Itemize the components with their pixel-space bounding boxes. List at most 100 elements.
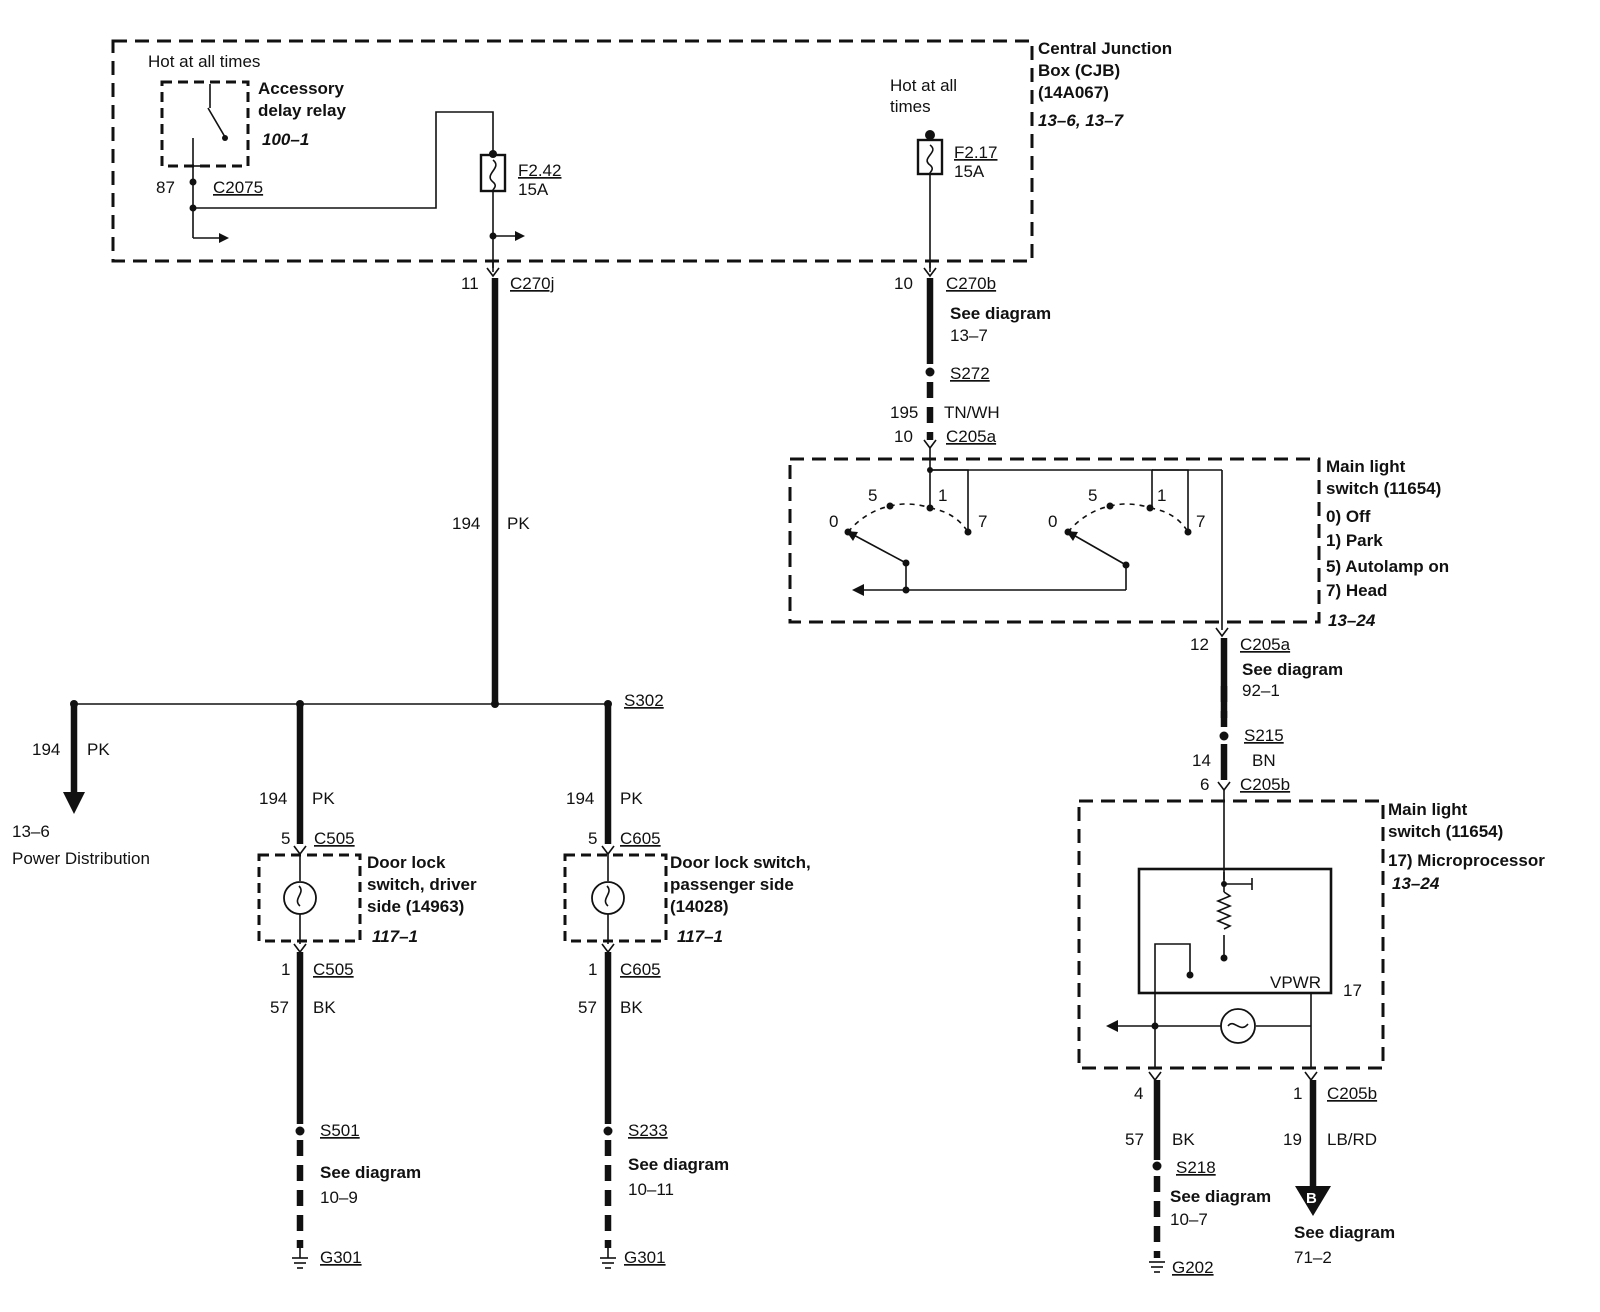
right-feed-pin: 10 [894, 274, 913, 293]
passenger-door-lock-branch [563, 706, 668, 1269]
micro-right-color: LB/RD [1327, 1130, 1377, 1149]
driver-gnd-color: BK [313, 998, 336, 1017]
driver-circuit: 194 [259, 789, 287, 808]
splice-s233: S233 [628, 1121, 668, 1140]
passenger-gnd-color: BK [620, 998, 643, 1017]
right-feed-color: TN/WH [944, 403, 1000, 422]
power-distribution-branch [63, 706, 85, 814]
mls-out-color: BN [1252, 751, 1276, 770]
accessory-delay-relay [160, 80, 494, 243]
mls-pos-0-right: 0 [1048, 512, 1057, 531]
micro-left-pin: 4 [1134, 1084, 1143, 1103]
micro-right-see-diagram: See diagram [1294, 1223, 1395, 1242]
left-feed-color: PK [507, 514, 530, 533]
right-feed-circuit: 195 [890, 403, 918, 422]
micro-left-ground: G202 [1172, 1258, 1214, 1277]
passenger-see-ref: 10–11 [628, 1180, 674, 1199]
hot-at-all-times-left: Hot at all times [148, 52, 260, 71]
micro-pin-17: 17 [1343, 981, 1362, 1000]
relay-pin-87: 87 [156, 178, 175, 197]
hot-at-all-times-right-2: times [890, 97, 931, 116]
micro-left-circuit: 57 [1125, 1130, 1144, 1149]
micro-output-ground [1148, 1071, 1165, 1273]
passenger-pin-top: 5 [588, 829, 597, 848]
relay-name-line1: Accessory [258, 79, 345, 98]
splice-s302: S302 [624, 691, 664, 710]
left-feed-connector: C270j [510, 274, 554, 293]
microprocessor-module [1077, 799, 1385, 1070]
micro-right-arrow-letter: B [1306, 1190, 1317, 1207]
mls-position-0: 0) Off [1326, 507, 1371, 526]
passenger-page-ref: 117–1 [677, 927, 723, 946]
right-feed-connector: C270b [946, 274, 996, 293]
mls-pos-5-right: 5 [1088, 486, 1097, 505]
driver-see-ref: 10–9 [320, 1188, 358, 1207]
micro-right-connector: C205b [1327, 1084, 1377, 1103]
passenger-see-diagram: See diagram [628, 1155, 729, 1174]
fuse-f2-42-label: F2.42 [518, 161, 561, 180]
mls-pos-5-left: 5 [868, 486, 877, 505]
cjb-title-line2: Box (CJB) [1038, 61, 1120, 80]
driver-door-lock-branch [257, 706, 362, 1269]
right-feed-see-ref: 13–7 [950, 326, 988, 345]
micro-output-lb-rd [1295, 1071, 1331, 1216]
micro-right-pin: 1 [1293, 1084, 1302, 1103]
micro-subtitle: 17) Microprocessor [1388, 851, 1545, 870]
mls-output-wire [1215, 627, 1231, 880]
micro-vpwr: VPWR [1270, 973, 1321, 992]
mls-position-5: 5) Autolamp on [1326, 557, 1449, 576]
mls-pos-7-right: 7 [1196, 512, 1205, 531]
micro-right-see-ref: 71–2 [1294, 1248, 1332, 1267]
passenger-name-line3: (14028) [670, 897, 729, 916]
mls-out-pin2: 6 [1200, 775, 1209, 794]
main-light-switch [788, 457, 1321, 630]
passenger-gnd-circuit: 57 [578, 998, 597, 1017]
driver-connector-bot: C505 [313, 960, 354, 979]
cjb-page-ref: 13–6, 13–7 [1038, 111, 1125, 130]
driver-name-line2: switch, driver [367, 875, 477, 894]
driver-connector-top: C505 [314, 829, 355, 848]
pd-circuit: 194 [32, 740, 60, 759]
pd-ref-text: Power Distribution [12, 849, 150, 868]
driver-ground: G301 [320, 1248, 362, 1267]
mls-pos-1-left: 1 [938, 486, 947, 505]
driver-pin-top: 5 [281, 829, 290, 848]
passenger-name-line1: Door lock switch, [670, 853, 811, 872]
right-feed-pin2: 10 [894, 427, 913, 446]
micro-page-ref: 13–24 [1392, 874, 1440, 893]
left-feed-pin: 11 [461, 274, 479, 293]
mls-position-1: 1) Park [1326, 531, 1383, 550]
micro-title-line1: Main light [1388, 800, 1468, 819]
mls-out-circuit: 14 [1192, 751, 1211, 770]
fuse-f2-17-label: F2.17 [954, 143, 997, 162]
relay-connector-c2075: C2075 [213, 178, 263, 197]
driver-pin-bot: 1 [281, 960, 290, 979]
driver-see-diagram: See diagram [320, 1163, 421, 1182]
left-feed [70, 262, 612, 708]
passenger-color: PK [620, 789, 643, 808]
driver-name-line3: side (14963) [367, 897, 464, 916]
mls-title-line2: switch (11654) [1326, 479, 1441, 498]
mls-out-connector: C205a [1240, 635, 1291, 654]
micro-left-color: BK [1172, 1130, 1195, 1149]
left-feed-circuit: 194 [452, 514, 480, 533]
fuse-f2-42-amps: 15A [518, 180, 549, 199]
mls-pos-0-left: 0 [829, 512, 838, 531]
relay-name-line2: delay relay [258, 101, 346, 120]
mls-page-ref: 13–24 [1328, 611, 1376, 630]
passenger-connector-top: C605 [620, 829, 661, 848]
mls-out-see-diagram: See diagram [1242, 660, 1343, 679]
driver-color: PK [312, 789, 335, 808]
relay-page-ref: 100–1 [262, 130, 309, 149]
passenger-ground: G301 [624, 1248, 666, 1267]
micro-left-see-diagram: See diagram [1170, 1187, 1271, 1206]
central-junction-box: Central Junction Box (CJB) (14A067) 13–6… [111, 39, 1172, 268]
right-feed [923, 262, 937, 462]
splice-s272: S272 [950, 364, 990, 383]
mls-title-line1: Main light [1326, 457, 1406, 476]
splice-s218: S218 [1176, 1158, 1216, 1177]
passenger-circuit: 194 [566, 789, 594, 808]
micro-left-see-ref: 10–7 [1170, 1210, 1208, 1229]
fuse-f2-17 [916, 130, 944, 268]
